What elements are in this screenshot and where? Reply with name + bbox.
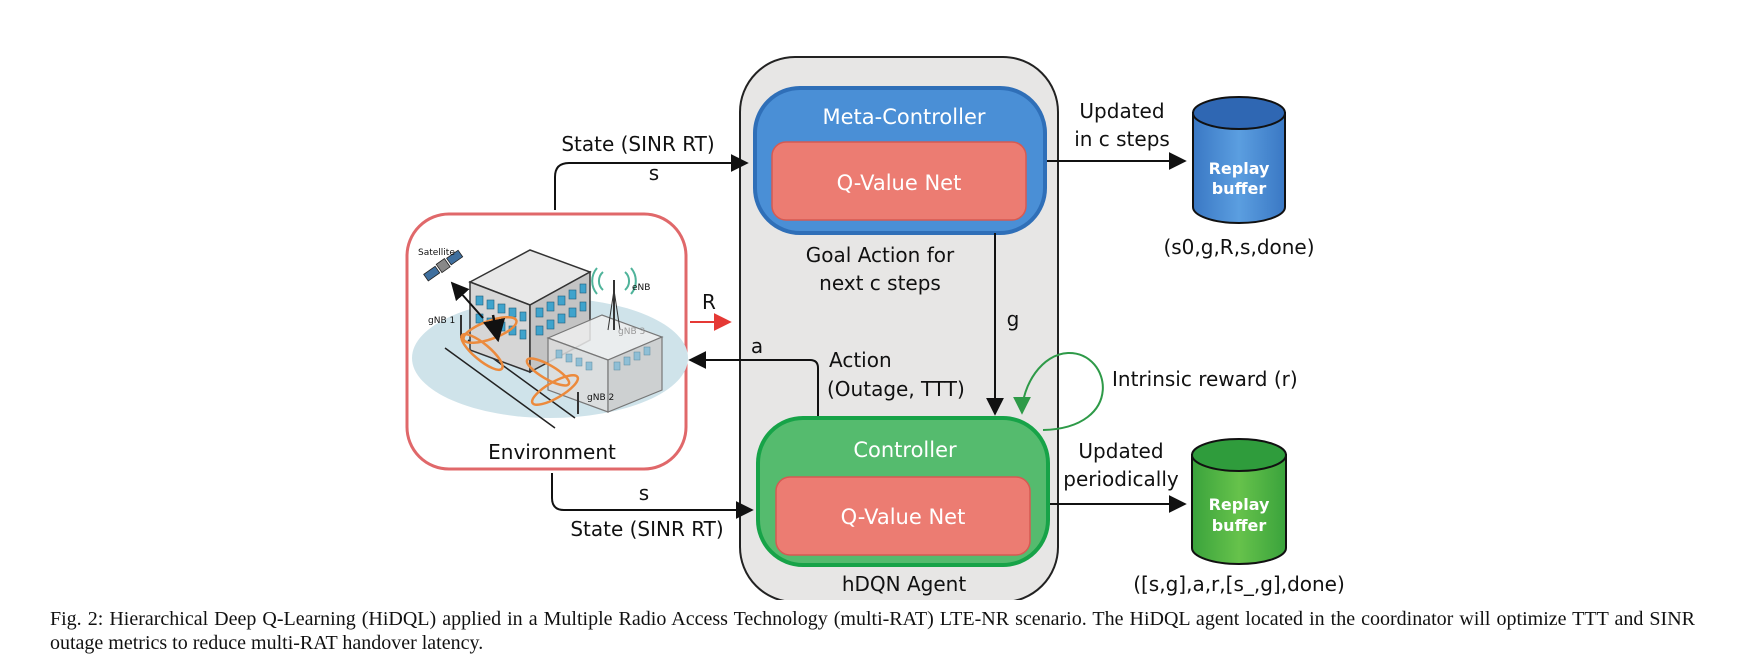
updated-c-label-2: in c steps [1074, 127, 1170, 151]
meta-controller-title: Meta-Controller [822, 105, 985, 129]
controller-qvalue-net-label: Q-Value Net [841, 505, 966, 529]
replay-buffer-top: Replay buffer [1192, 96, 1286, 224]
action-label: Action [829, 348, 892, 372]
figure-caption: Fig. 2: Hierarchical Deep Q-Learning (Hi… [50, 608, 1695, 654]
state-top-label: State (SINR RT) [561, 132, 714, 156]
replay-bottom-label-2: buffer [1212, 516, 1267, 535]
reward-label: R [702, 290, 716, 314]
goal-g-label: g [1007, 307, 1020, 331]
action-arrow [688, 351, 819, 416]
state-bottom-s: s [639, 481, 649, 505]
controller-qvalue-net [775, 476, 1031, 556]
action-params-label: (Outage, TTT) [827, 377, 965, 401]
gnb1-label: gNB 1 [428, 316, 455, 326]
environment-label: Environment [488, 440, 616, 464]
gnb3-label: gNB 3 [618, 327, 645, 337]
replay-top-label-2: buffer [1212, 179, 1267, 198]
replay-top-label-1: Replay [1209, 159, 1270, 178]
action-a-label: a [751, 334, 763, 358]
state-bottom-arrow [551, 473, 754, 519]
updated-c-label: Updated [1079, 99, 1164, 123]
replay-bottom-tuple: ([s,g],a,r,[s_,g],done) [1133, 572, 1345, 596]
replay-top-tuple: (s0,g,R,s,done) [1163, 235, 1314, 259]
updated-p-label-2: periodically [1063, 467, 1179, 491]
intrinsic-reward-label: Intrinsic reward (r) [1112, 367, 1298, 391]
goal-label: Goal Action for [806, 243, 955, 267]
goal-label-2: next c steps [819, 271, 941, 295]
replay-bottom-label-1: Replay [1209, 495, 1270, 514]
satellite-label: Satellite [418, 248, 455, 258]
intrinsic-reward-loop [1013, 351, 1104, 431]
meta-qvalue-net [771, 141, 1027, 221]
meta-qvalue-net-label: Q-Value Net [837, 171, 962, 195]
hdqn-diagram: hDQN Agent Meta-Controller Q-Value Net C… [405, 56, 1345, 600]
enb-label: eNB [632, 283, 650, 293]
replay-buffer-bottom: Replay buffer [1191, 438, 1287, 565]
state-top-arrow [554, 154, 749, 210]
state-bottom-label: State (SINR RT) [570, 517, 723, 541]
state-top-s: s [649, 161, 659, 185]
controller-title: Controller [853, 438, 957, 462]
agent-label: hDQN Agent [842, 572, 966, 596]
updated-p-label: Updated [1078, 439, 1163, 463]
environment-illustration: eNB gNB 3 Satellite gNB 1 gNB 2 [412, 248, 688, 429]
gnb2-label: gNB 2 [587, 393, 614, 403]
